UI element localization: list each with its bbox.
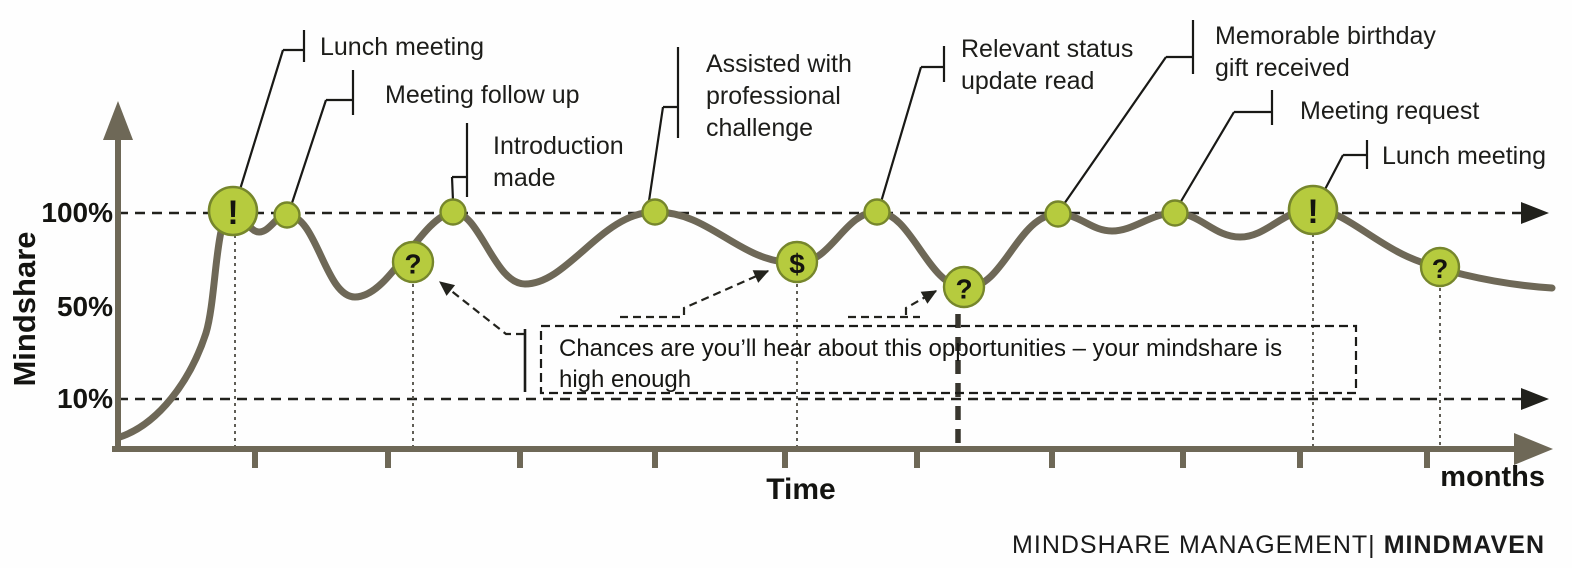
annotation-memorable-birthday-gift: Memorable birthday gift received [1215,22,1436,82]
svg-text:?: ? [1432,254,1449,284]
y-axis-arrow-icon [103,101,133,140]
event-marker-question: ? [942,265,986,309]
event-markers: ! ? $ ? ! [207,184,1461,309]
branding-left: MINDSHARE MANAGEMENT| [1012,531,1376,559]
annotation-assisted-with-challenge: Assisted with professional challenge [706,50,852,142]
annotation-meeting-request: Meeting request [1300,97,1480,125]
x-axis-ticks [252,449,1430,468]
svg-text:$: $ [789,249,805,280]
svg-text:!: ! [1307,193,1318,231]
axes [103,101,1553,468]
event-marker-dot [1044,200,1072,228]
annotation-lunch-meeting-1: Lunch meeting [320,33,485,61]
event-marker-exclamation: ! [207,185,259,237]
event-marker-question: ? [1419,246,1461,288]
branding-footer: MINDSHARE MANAGEMENT|MINDMAVEN [1000,531,1545,560]
x-axis-unit-label: months [1440,461,1545,493]
svg-text:!: ! [227,194,238,232]
gridline-10pct-arrow-icon [1521,388,1549,410]
dashed-arrows [439,271,936,336]
chance-box-text: Chances are you’ll hear about this oppor… [559,335,1283,393]
y-axis-title: Mindshare [7,231,42,387]
svg-text:?: ? [404,249,421,280]
event-marker-dot [273,201,301,229]
gridline-100pct [118,202,1549,224]
event-marker-question: ? [391,240,435,284]
annotation-relevant-status-update: Relevant status update read [961,35,1134,95]
event-marker-dot [1161,199,1189,227]
annotation-introduction-made: Introduction made [493,132,624,192]
branding-logo-text: MINDMAVEN [1383,531,1545,559]
gridline-10pct [118,388,1549,410]
event-marker-dot [863,198,891,226]
annotation-meeting-follow-up: Meeting follow up [385,81,580,109]
x-axis-title: Time [766,473,836,506]
callout-lines [236,20,1369,205]
svg-text:?: ? [955,274,972,305]
x-axis-arrow-icon [1514,433,1553,465]
y-tick-50: 50% [56,291,113,322]
y-tick-100: 100% [41,197,113,228]
event-marker-exclamation: ! [1287,184,1339,236]
annotation-lunch-meeting-2: Lunch meeting [1382,142,1547,170]
event-marker-dot [439,198,467,226]
mindshare-curve [116,205,1556,441]
event-drop-lines [234,227,1441,447]
event-marker-dollar: $ [775,240,819,284]
gridline-100pct-arrow-icon [1521,202,1549,224]
y-tick-10: 10% [56,383,113,414]
event-marker-dot [641,198,669,226]
chance-box-border [539,324,1358,395]
